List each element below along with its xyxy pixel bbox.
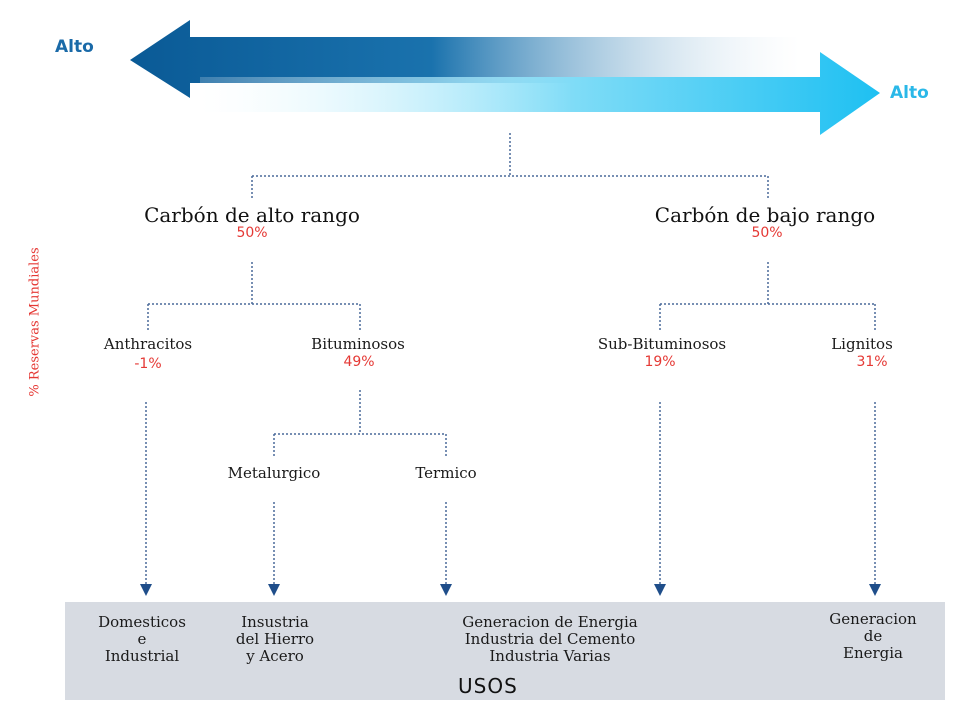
use-generacion-industria: Generacion de Energia Industria del Ceme… — [420, 614, 680, 665]
type-anthracitos-pct: -1% — [134, 356, 162, 372]
type-anthracitos: Anthracitos — [103, 335, 193, 353]
use-line: Generacion — [829, 610, 917, 628]
high-rank-title: Carbón de alto rango — [144, 203, 360, 227]
use-line: del Hierro — [235, 630, 315, 648]
use-line: de — [863, 627, 883, 645]
use-hierro-acero: Insustria del Hierro y Acero — [210, 614, 340, 665]
right-arrow-label: Alto — [890, 83, 929, 103]
uses-panel — [65, 602, 945, 700]
use-generacion-energia: Generacion de Energia — [808, 611, 938, 662]
use-line: Generacion de Energia — [462, 613, 638, 631]
low-rank-pct: 50% — [751, 225, 783, 241]
left-arrow-label: Alto — [55, 37, 94, 57]
right-arrow — [200, 52, 880, 135]
type-lignitos: Lignitos — [831, 335, 893, 353]
use-line: Energia — [843, 644, 903, 662]
subtype-metalurgico: Metalurgico — [227, 464, 321, 482]
type-bituminosos-pct: 49% — [343, 354, 375, 370]
low-rank-title: Carbón de bajo rango — [654, 203, 876, 227]
subtype-termico: Termico — [415, 464, 477, 482]
connector-lines — [140, 133, 881, 596]
use-line: Industria Varias — [489, 647, 611, 665]
use-domesticos: Domesticos e Industrial — [72, 614, 212, 665]
use-line: Insustria — [241, 613, 309, 631]
type-sub-bituminosos-pct: 19% — [644, 354, 676, 370]
use-line: Industria del Cemento — [464, 630, 636, 648]
side-axis-label: % Reservas Mundiales — [27, 247, 43, 397]
type-bituminosos: Bituminosos — [311, 335, 405, 353]
use-line: y Acero — [246, 647, 304, 665]
type-sub-bituminosos: Sub-Bituminosos — [597, 335, 727, 353]
uses-title: USOS — [458, 674, 518, 698]
type-lignitos-pct: 31% — [856, 354, 888, 370]
use-line: Industrial — [104, 647, 180, 665]
use-line: Domesticos — [98, 613, 186, 631]
high-rank-pct: 50% — [236, 225, 268, 241]
use-line: e — [137, 630, 147, 648]
